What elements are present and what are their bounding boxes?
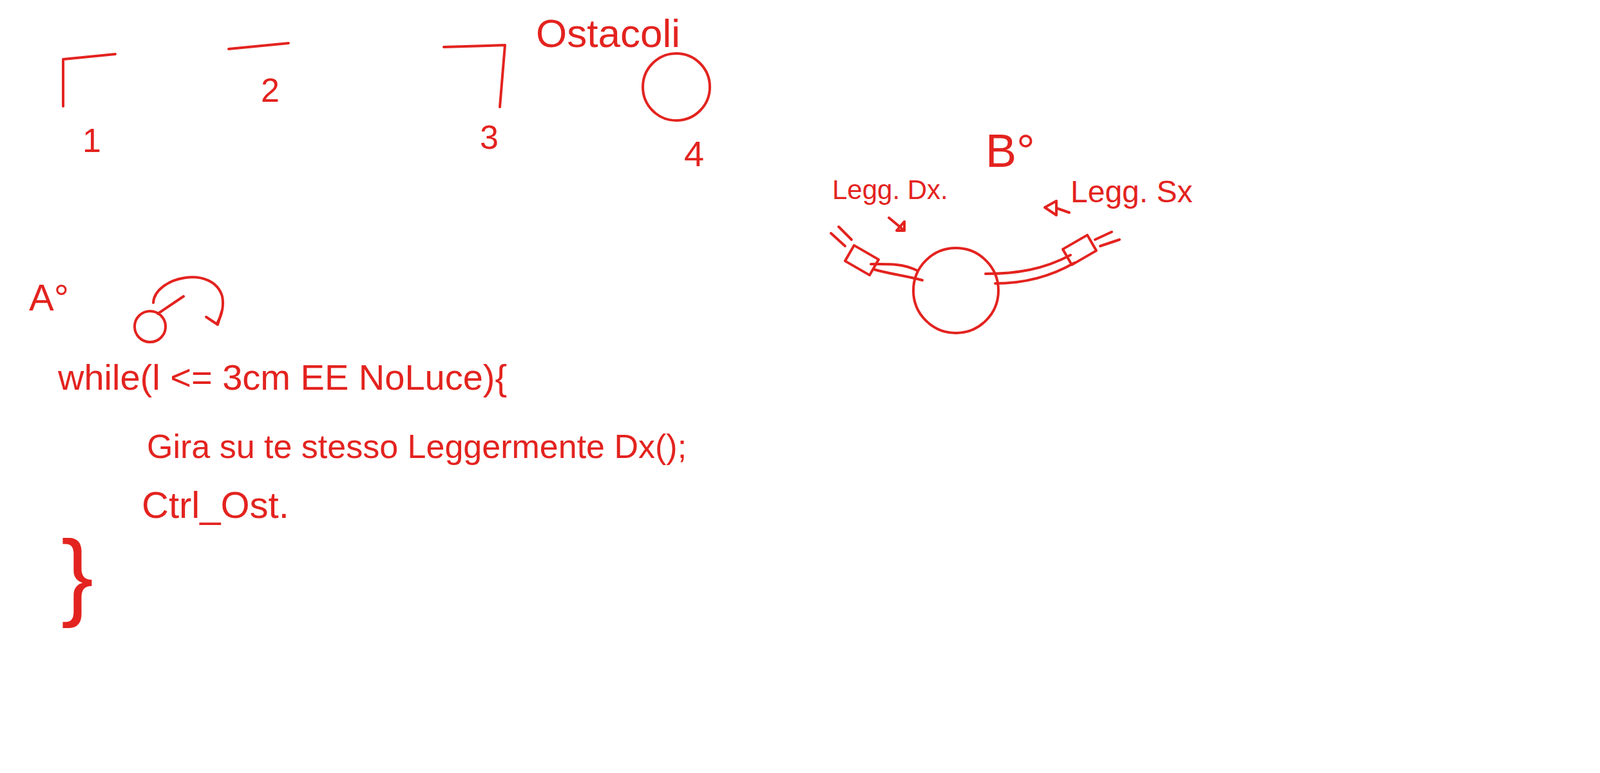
obstacle-wall — [228, 43, 289, 49]
robot-body — [134, 311, 166, 343]
code-line: while(l <= 3cm EE NoLuce){ — [57, 357, 507, 398]
light-ray — [830, 226, 852, 247]
light-sensor — [1062, 235, 1097, 265]
callout-number: 3 — [479, 119, 499, 156]
obstacle-circle — [642, 53, 710, 121]
sensor-label: Legg. Dx. — [832, 175, 949, 205]
robot-sensor — [157, 296, 184, 314]
obstacle-corner — [443, 45, 505, 107]
callout-number: 2 — [260, 72, 280, 109]
pointer-arrow — [1044, 200, 1070, 216]
code-brace: } — [61, 521, 94, 629]
light-sensor — [845, 245, 879, 276]
code-line: Ctrl_Ost. — [141, 484, 290, 526]
sensor-label: Legg. Sx — [1070, 175, 1193, 210]
robot-name: B° — [985, 125, 1036, 177]
arrow-head — [206, 311, 222, 325]
callout-number: 4 — [684, 133, 705, 174]
robot-name: A° — [28, 276, 69, 319]
light-ray — [1095, 231, 1120, 247]
callout-number: 1 — [82, 122, 102, 160]
heading: Ostacoli — [535, 11, 681, 56]
obstacle-corner — [63, 54, 116, 107]
sensor-arm — [873, 269, 923, 281]
sensor-arm — [995, 262, 1075, 284]
code-line: Gira su te stesso Leggermente Dx(); — [146, 428, 687, 466]
pointer-arrow — [888, 217, 905, 231]
turn-arrow — [153, 276, 223, 323]
robot-body — [913, 247, 999, 334]
